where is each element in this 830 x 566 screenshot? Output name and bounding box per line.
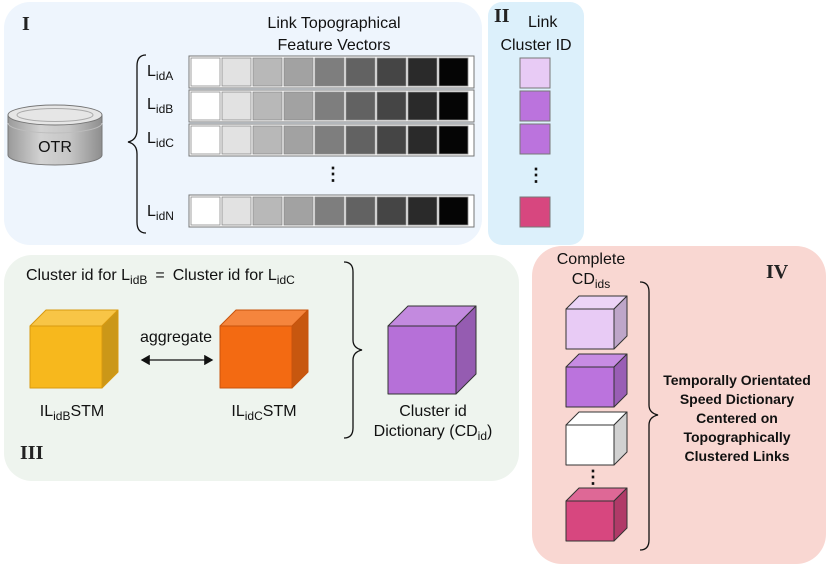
panel-two-title-line1: Link xyxy=(528,14,558,31)
panel-three-brace xyxy=(343,261,363,439)
feature-cell xyxy=(376,125,407,155)
cluster-swatch-c xyxy=(519,123,551,155)
panel-four-desc-line4: Topographically xyxy=(683,429,790,445)
panel-two-ellipsis: ⋮ xyxy=(527,165,545,185)
feature-cell xyxy=(221,125,252,155)
feature-cell xyxy=(252,91,283,121)
feature-cell xyxy=(345,196,376,226)
panel-four-desc-line3: Centered on xyxy=(696,410,778,426)
row-label-n: LidN xyxy=(147,203,174,223)
feature-cell xyxy=(190,125,221,155)
cluster-swatch-n xyxy=(519,196,551,228)
panel-two-title-line2: Cluster ID xyxy=(500,37,571,54)
cube-front-face xyxy=(565,500,615,542)
panel-three-numeral: III xyxy=(20,442,44,464)
il-idb-stm-label: ILidBSTM xyxy=(40,403,104,423)
il-idc-stm-cube xyxy=(219,309,309,389)
feature-cell xyxy=(283,196,314,226)
panel-four-title-line1: Complete xyxy=(557,251,626,268)
il-idb-stm-cube xyxy=(29,309,119,389)
cube-side-face xyxy=(613,411,628,466)
il-idc-stm-label: ILidCSTM xyxy=(231,403,296,423)
cluster-equation: Cluster id for LidB=Cluster id for LidC xyxy=(26,267,295,287)
feature-cell xyxy=(190,196,221,226)
feature-cell xyxy=(190,91,221,121)
feature-cell xyxy=(407,196,438,226)
feature-cell xyxy=(314,57,345,87)
cube-side-face xyxy=(613,487,628,542)
cube-side-face xyxy=(291,309,309,389)
feature-cell xyxy=(314,196,345,226)
row-label-c: LidC xyxy=(147,130,174,150)
feature-cell xyxy=(283,125,314,155)
complete-cube-n xyxy=(565,487,628,542)
cube-front-face xyxy=(387,325,457,395)
panel-four-ellipsis: ⋮ xyxy=(584,467,602,487)
otr-label: OTR xyxy=(38,139,72,156)
panel-one-brace xyxy=(127,54,147,234)
cluster-swatch-b xyxy=(519,90,551,122)
feature-cell xyxy=(283,91,314,121)
feature-cell xyxy=(376,196,407,226)
cube-front-face xyxy=(29,325,103,389)
feature-cell xyxy=(438,125,469,155)
panel-four-title-line2: CDids xyxy=(572,271,610,291)
cube-front-face xyxy=(565,308,615,350)
feature-cell xyxy=(438,57,469,87)
complete-cube-a xyxy=(565,295,628,350)
feature-cell xyxy=(407,57,438,87)
feature-cell xyxy=(252,196,283,226)
panel-one-title-line2: Feature Vectors xyxy=(278,37,391,54)
feature-cell xyxy=(283,57,314,87)
cube-side-face xyxy=(101,309,119,389)
cube-side-face xyxy=(613,295,628,350)
panel-four-desc-line2: Speed Dictionary xyxy=(680,391,795,407)
feature-cell xyxy=(376,57,407,87)
feature-cell xyxy=(252,125,283,155)
feature-cell xyxy=(221,196,252,226)
feature-cell xyxy=(345,91,376,121)
cube-side-face xyxy=(455,305,477,395)
dictionary-label-line1: Cluster id xyxy=(399,403,467,420)
feature-cell xyxy=(221,57,252,87)
feature-cell xyxy=(314,91,345,121)
feature-cell xyxy=(376,91,407,121)
panel-one-numeral: I xyxy=(22,13,30,35)
feature-cell xyxy=(314,125,345,155)
complete-cube-b xyxy=(565,353,628,408)
complete-cube-c xyxy=(565,411,628,466)
panel-four-numeral: IV xyxy=(766,261,789,283)
aggregate-label: aggregate xyxy=(140,329,212,346)
panel-four-brace xyxy=(639,281,659,551)
cube-side-face xyxy=(613,353,628,408)
cube-front-face xyxy=(565,424,615,466)
dictionary-label-line2: Dictionary (CDid) xyxy=(374,423,493,443)
panel-four-desc-line1: Temporally Orientated xyxy=(663,372,811,388)
feature-cell xyxy=(407,125,438,155)
cube-front-face xyxy=(565,366,615,408)
feature-cell xyxy=(221,91,252,121)
feature-vector-row-n xyxy=(188,194,475,228)
panel-four-desc-line5: Clustered Links xyxy=(684,448,789,464)
feature-vector-row-c xyxy=(188,123,475,157)
feature-cell xyxy=(345,57,376,87)
panel-one-ellipsis: ⋮ xyxy=(324,164,342,184)
feature-cell xyxy=(190,57,221,87)
row-label-a: LidA xyxy=(147,63,173,83)
cube-front-face xyxy=(219,325,293,389)
feature-cell xyxy=(438,196,469,226)
row-label-b: LidB xyxy=(147,96,173,116)
feature-cell xyxy=(252,57,283,87)
cluster-dictionary-cube xyxy=(387,305,477,395)
feature-cell xyxy=(345,125,376,155)
otr-database-icon xyxy=(7,104,103,166)
feature-cell xyxy=(407,91,438,121)
panel-one-title-line1: Link Topographical xyxy=(267,15,400,32)
feature-cell xyxy=(438,91,469,121)
feature-vector-row-a xyxy=(188,55,475,89)
feature-vector-row-b xyxy=(188,89,475,123)
cluster-swatch-a xyxy=(519,57,551,89)
panel-two-numeral: II xyxy=(494,5,510,27)
